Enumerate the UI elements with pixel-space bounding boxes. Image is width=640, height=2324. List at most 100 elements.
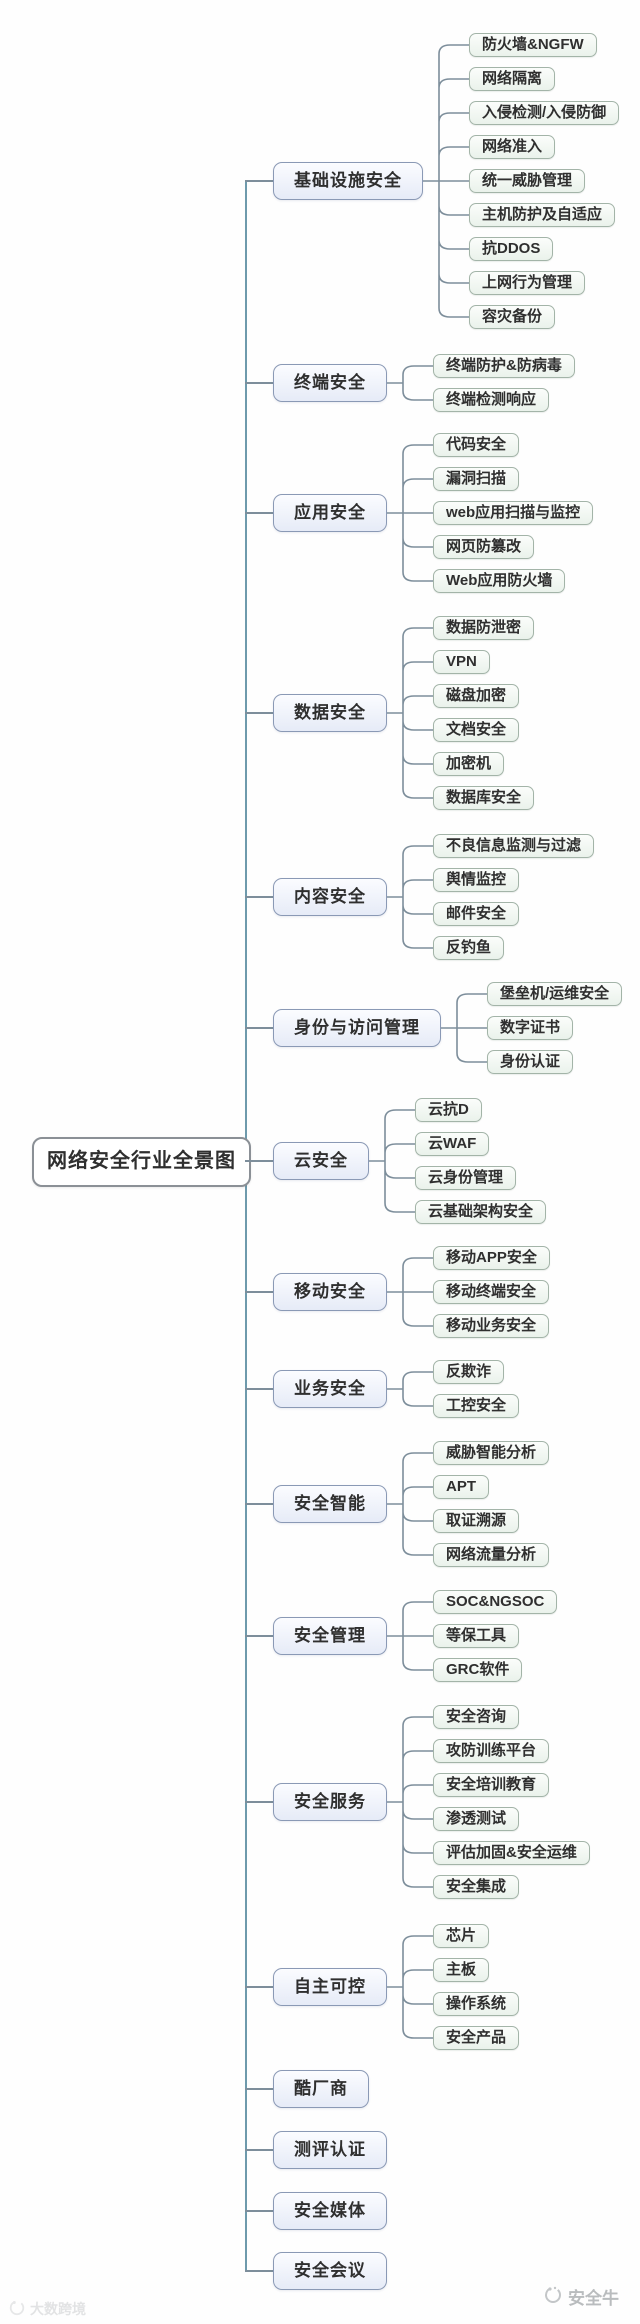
branch-connector-line bbox=[245, 512, 273, 514]
leaf-node: 数据防泄密 bbox=[433, 616, 535, 640]
branch-row: 测评认证 bbox=[245, 2131, 387, 2169]
leaf-node: 统一威胁管理 bbox=[469, 169, 586, 193]
category-node: 基础设施安全 bbox=[273, 162, 423, 200]
category-node: 酷厂商 bbox=[273, 2070, 369, 2108]
branch-row: 终端安全 终端防护&防病毒终端检测响应 bbox=[245, 354, 575, 412]
leaf-node: 数字证书 bbox=[487, 1016, 574, 1040]
branch-connector-line bbox=[245, 2088, 273, 2090]
branch-connector-line bbox=[245, 1801, 273, 1803]
category-node: 云安全 bbox=[273, 1142, 369, 1180]
leaf-node: 攻防训练平台 bbox=[433, 1739, 550, 1763]
leaf-node: 主板 bbox=[433, 1958, 490, 1982]
leaf-node: 网页防篡改 bbox=[433, 535, 535, 559]
leaf-node: 数据库安全 bbox=[433, 786, 535, 810]
leaf-node: 不良信息监测与过滤 bbox=[433, 834, 595, 858]
category-node: 安全智能 bbox=[273, 1485, 387, 1523]
branch-connector-line bbox=[245, 1291, 273, 1293]
leaf-node: 芯片 bbox=[433, 1924, 490, 1948]
category-node: 安全会议 bbox=[273, 2252, 387, 2290]
watermark-bottom-left: 大数跨境 bbox=[8, 2298, 86, 2319]
leaf-node: 文档安全 bbox=[433, 718, 520, 742]
leaf-node: web应用扫描与监控 bbox=[433, 501, 594, 525]
branch-row: 自主可控 芯片主板操作系统安全产品 bbox=[245, 1924, 520, 2050]
leaf-node: 堡垒机/运维安全 bbox=[487, 982, 623, 1006]
children-list: 不良信息监测与过滤舆情监控邮件安全反钓鱼 bbox=[433, 834, 595, 960]
children-connector bbox=[387, 834, 433, 960]
children-connector bbox=[387, 433, 433, 593]
branch-connector-line bbox=[245, 2210, 273, 2212]
children-connector bbox=[387, 616, 433, 810]
leaf-node: 工控安全 bbox=[433, 1394, 520, 1418]
branch-row: 业务安全 反欺诈工控安全 bbox=[245, 1360, 520, 1418]
branch-connector-line bbox=[245, 1388, 273, 1390]
leaf-node: 上网行为管理 bbox=[469, 271, 586, 295]
leaf-node: 终端检测响应 bbox=[433, 388, 550, 412]
spine-line bbox=[245, 181, 247, 2271]
leaf-node: 身份认证 bbox=[487, 1050, 574, 1074]
leaf-node: 终端防护&防病毒 bbox=[433, 354, 575, 378]
children-list: 移动APP安全移动终端安全移动业务安全 bbox=[433, 1246, 550, 1338]
branch-row: 安全媒体 bbox=[245, 2192, 387, 2230]
category-node: 业务安全 bbox=[273, 1370, 387, 1408]
category-node: 移动安全 bbox=[273, 1273, 387, 1311]
leaf-node: SOC&NGSOC bbox=[433, 1590, 558, 1614]
branch-row: 移动安全 移动APP安全移动终端安全移动业务安全 bbox=[245, 1246, 550, 1338]
leaf-node: 加密机 bbox=[433, 752, 505, 776]
leaf-node: 云WAF bbox=[415, 1132, 490, 1156]
leaf-node: 抗DDOS bbox=[469, 237, 554, 261]
children-connector bbox=[387, 1924, 433, 2050]
leaf-node: 移动业务安全 bbox=[433, 1314, 550, 1338]
leaf-node: GRC软件 bbox=[433, 1658, 523, 1682]
category-node: 安全媒体 bbox=[273, 2192, 387, 2230]
branch-connector-line bbox=[245, 1986, 273, 1988]
leaf-node: 移动APP安全 bbox=[433, 1246, 550, 1270]
category-node: 自主可控 bbox=[273, 1968, 387, 2006]
leaf-node: 入侵检测/入侵防御 bbox=[469, 101, 620, 125]
leaf-node: 网络流量分析 bbox=[433, 1543, 550, 1567]
branch-row: 酷厂商 bbox=[245, 2070, 369, 2108]
children-connector bbox=[387, 1705, 433, 1899]
children-connector bbox=[441, 982, 487, 1074]
leaf-node: 漏洞扫描 bbox=[433, 467, 520, 491]
leaf-node: 容灾备份 bbox=[469, 305, 556, 329]
children-connector bbox=[369, 1098, 415, 1224]
category-node: 身份与访问管理 bbox=[273, 1009, 441, 1047]
leaf-node: 主机防护及自适应 bbox=[469, 203, 616, 227]
leaf-node: 取证溯源 bbox=[433, 1509, 520, 1533]
watermark-text: 大数跨境 bbox=[30, 2300, 86, 2317]
children-connector bbox=[387, 1360, 433, 1418]
branch-connector-line bbox=[245, 1160, 273, 1162]
leaf-node: 防火墙&NGFW bbox=[469, 33, 597, 57]
category-node: 终端安全 bbox=[273, 364, 387, 402]
watermark-bottom-right: 安全牛 bbox=[543, 2284, 619, 2309]
leaf-node: 云抗D bbox=[415, 1098, 482, 1122]
leaf-node: 邮件安全 bbox=[433, 902, 520, 926]
branch-connector-line bbox=[245, 896, 273, 898]
children-list: 堡垒机/运维安全数字证书身份认证 bbox=[487, 982, 623, 1074]
leaf-node: 代码安全 bbox=[433, 433, 520, 457]
branch-connector-line bbox=[245, 2149, 273, 2151]
branch-row: 内容安全 不良信息监测与过滤舆情监控邮件安全反钓鱼 bbox=[245, 834, 595, 960]
children-connector bbox=[387, 1590, 433, 1682]
category-node: 测评认证 bbox=[273, 2131, 387, 2169]
leaf-node: 网络准入 bbox=[469, 135, 556, 159]
branch-connector-line bbox=[245, 1635, 273, 1637]
leaf-node: 磁盘加密 bbox=[433, 684, 520, 708]
leaf-node: 渗透测试 bbox=[433, 1807, 520, 1831]
leaf-node: 反钓鱼 bbox=[433, 936, 505, 960]
branch-row: 安全会议 bbox=[245, 2252, 387, 2290]
branch-connector-line bbox=[245, 180, 273, 182]
leaf-node: 反欺诈 bbox=[433, 1360, 505, 1384]
branch-connector-line bbox=[245, 712, 273, 714]
children-list: 芯片主板操作系统安全产品 bbox=[433, 1924, 520, 2050]
category-node: 安全服务 bbox=[273, 1783, 387, 1821]
leaf-node: 安全产品 bbox=[433, 2026, 520, 2050]
